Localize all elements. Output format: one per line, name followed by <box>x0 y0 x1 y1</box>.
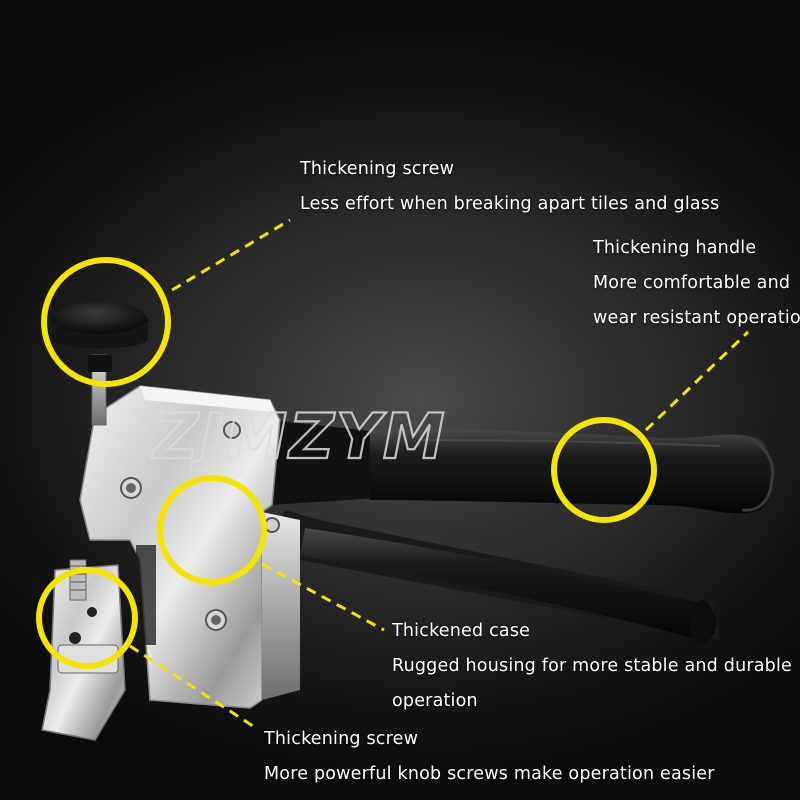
upper-handle <box>270 420 775 514</box>
callout-circles <box>36 257 657 669</box>
watermark-text: ZJMZYM <box>151 400 446 473</box>
callout-label-thickened-case: Thickened case Rugged housing for more s… <box>392 614 792 719</box>
leader-lines <box>129 218 750 730</box>
leader-line-2 <box>644 330 750 432</box>
callout-circle-screw-top <box>41 257 171 387</box>
callout-desc: Rugged housing for more stable and durab… <box>392 656 793 676</box>
callout-title: Thickening screw <box>300 159 455 179</box>
callout-desc: Less effort when breaking apart tiles an… <box>300 194 720 214</box>
callout-desc: More powerful knob screws make operation… <box>264 764 715 784</box>
callout-desc: wear resistant operation <box>593 308 800 328</box>
callout-desc: More comfortable and <box>593 273 791 293</box>
callout-label-thickening-screw-top: Thickening screw Less effort when breaki… <box>300 152 719 222</box>
callout-title: Thickening handle <box>593 238 757 258</box>
callout-circle-case <box>157 475 267 585</box>
leader-line-4 <box>129 644 257 730</box>
chrome-case <box>79 385 300 709</box>
callout-circle-screw-bottom <box>36 567 138 669</box>
lower-handle <box>270 510 720 644</box>
leader-line-3 <box>261 562 385 632</box>
thumb-screw-knob <box>52 302 148 426</box>
callout-desc: operation <box>392 691 478 711</box>
callout-circle-handle <box>551 417 657 523</box>
callout-label-thickening-handle: Thickening handle More comfortable and w… <box>593 231 800 336</box>
callout-title: Thickened case <box>392 621 531 641</box>
leader-line-1 <box>171 218 291 292</box>
callout-title: Thickening screw <box>264 729 419 749</box>
callout-label-thickening-screw-bottom: Thickening screw More powerful knob scre… <box>264 722 715 792</box>
